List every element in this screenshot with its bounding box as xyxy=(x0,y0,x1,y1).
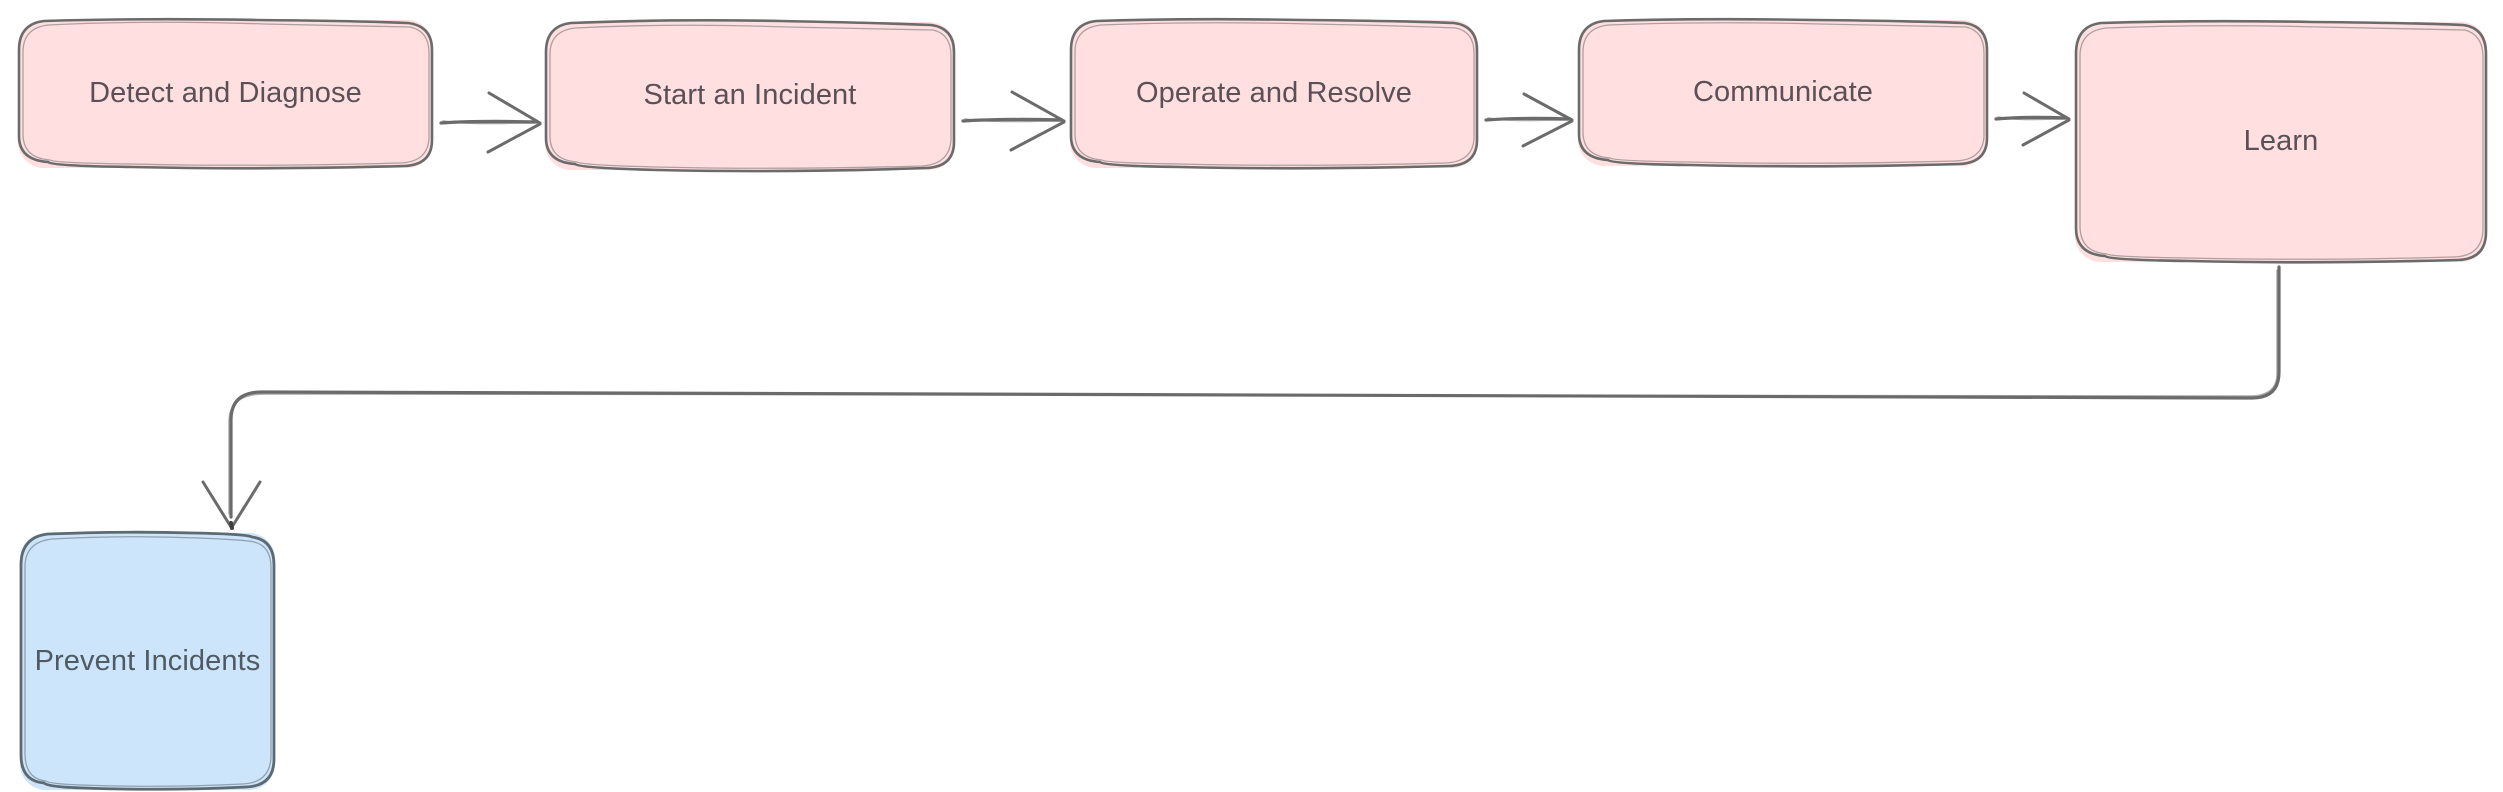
node-label: Communicate xyxy=(1693,76,1873,109)
edge-learn-to-prevent xyxy=(201,265,2281,530)
node-start-an-incident[interactable]: Start an Incident xyxy=(544,19,956,173)
node-label: Learn xyxy=(2243,125,2319,158)
edge-operate-to-communicate xyxy=(1484,92,1574,148)
edge-start-to-operate xyxy=(961,90,1066,152)
node-operate-and-resolve[interactable]: Operate and Resolve xyxy=(1069,17,1479,170)
node-prevent-incidents[interactable]: Prevent Incidents xyxy=(19,530,276,791)
node-label: Prevent Incidents xyxy=(34,644,261,677)
edge-detect-to-start xyxy=(439,91,542,154)
edge-communicate-to-learn xyxy=(1994,91,2071,147)
node-detect-and-diagnose[interactable]: Detect and Diagnose xyxy=(17,17,434,170)
node-label: Start an Incident xyxy=(643,79,857,112)
node-label: Detect and Diagnose xyxy=(89,77,362,110)
node-label: Operate and Resolve xyxy=(1136,77,1412,110)
node-communicate[interactable]: Communicate xyxy=(1577,17,1989,168)
node-learn[interactable]: Learn xyxy=(2074,19,2488,264)
